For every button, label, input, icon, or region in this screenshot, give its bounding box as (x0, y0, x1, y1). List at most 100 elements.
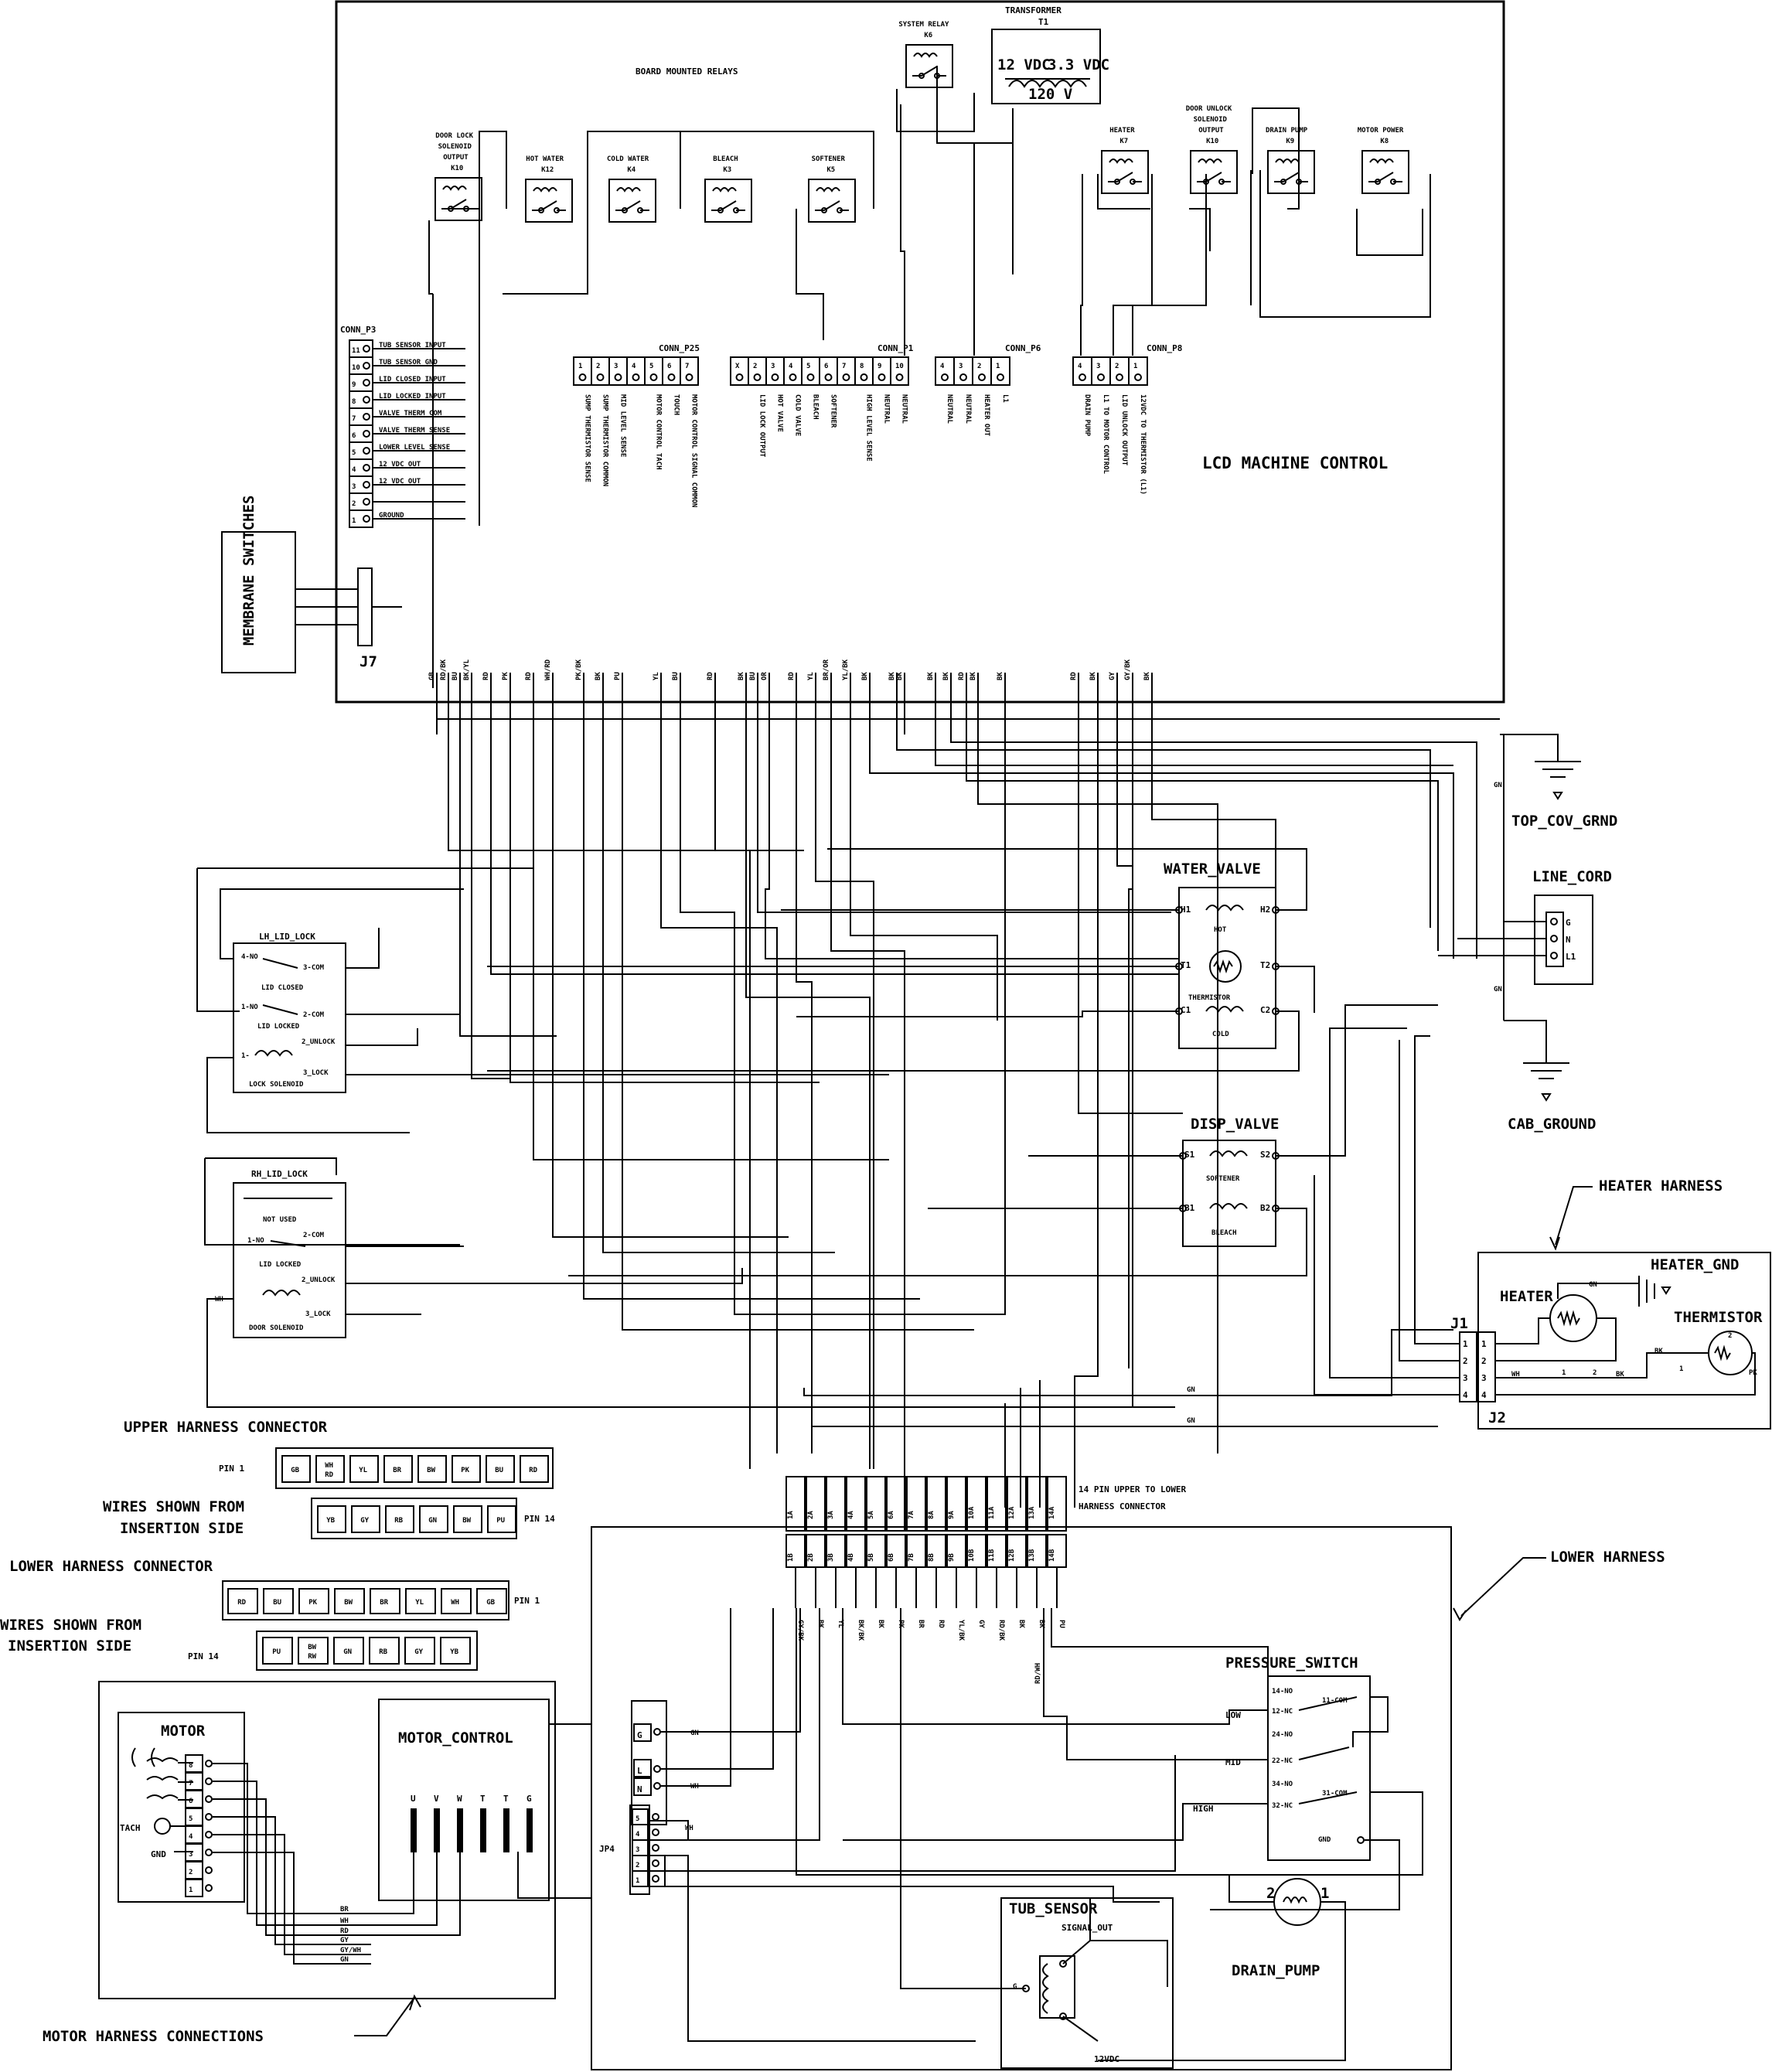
jp-n: N (637, 1784, 642, 1794)
pin-socket-icon (652, 1844, 659, 1852)
relay-body (905, 44, 953, 88)
cavity-color: RD (529, 1467, 537, 1474)
connector-cavity (298, 1637, 329, 1665)
relay-body (1101, 150, 1149, 194)
drain-pump-pin1: 1 (1320, 1885, 1329, 1902)
pin-socket-icon (860, 373, 868, 381)
pin-number: 4 (789, 363, 793, 370)
pin14-cavity-top (966, 1476, 987, 1532)
gn-label-top: GN (1494, 782, 1502, 789)
cavity-color: WH (325, 1462, 333, 1470)
pin-socket-icon (1116, 373, 1123, 381)
upper-pin1: PIN 1 (219, 1464, 244, 1474)
rh-pin-2com: 2-COM (303, 1232, 325, 1239)
pin14-top-label: 3A (827, 1511, 835, 1519)
pin-socket-icon (363, 345, 370, 353)
motor-pin (185, 1879, 203, 1897)
harness-wire (966, 719, 1439, 951)
wv-t2: T2 (1260, 960, 1270, 970)
relay-label: HOT WATER (526, 155, 564, 163)
ps-high: HIGH (1193, 1804, 1214, 1814)
fourteen-pin-connector: 1A1B2A2B3A3B4A4B5A5B6A6B7A7B8A8B9A9B10A1… (785, 1476, 1186, 1641)
cavity-color: YB (450, 1648, 458, 1656)
motor-harness-label: MOTOR HARNESS CONNECTIONS (43, 1994, 421, 2045)
pin-signal-label: SOFTENER (830, 394, 837, 428)
j7-label: J7 (360, 653, 377, 670)
membrane-switches-box[interactable] (221, 531, 296, 673)
pin14-bottom-label: 11B (988, 1549, 996, 1562)
motor-wire-color: BR (340, 1906, 349, 1914)
pin-signal-label: DRAIN PUMP (1083, 394, 1091, 437)
cavity-color: GY (360, 1517, 369, 1525)
relay-label: BLEACH (713, 155, 738, 163)
pin-socket-icon (363, 379, 370, 387)
pin-signal-label: NEUTRAL (901, 394, 908, 424)
cavity-color: YL (359, 1467, 367, 1474)
pin-signal-label: LID CLOSED INPUT (379, 376, 446, 383)
connector-cavity (333, 1637, 364, 1665)
lh-pin-1no: 1-NO (241, 1004, 258, 1011)
jp4-pin (632, 1870, 649, 1887)
wv-h2: H2 (1260, 905, 1270, 915)
jp4-pin-number: 4 (636, 1831, 640, 1839)
connector-pin (890, 356, 909, 386)
relays-heading: BOARD MOUNTED RELAYS (636, 66, 738, 77)
pin-number: 8 (352, 398, 356, 406)
pin14-cavity-top (1047, 1476, 1067, 1532)
motor-pin-number: 1 (189, 1886, 193, 1894)
pin-signal-label: NEUTRAL (883, 394, 891, 424)
relay-label: DRAIN PUMP (1266, 127, 1308, 135)
rh-pin-1no: 1-NO (247, 1237, 264, 1245)
harness-wire (448, 719, 804, 851)
ps-31com: 31-COM (1322, 1790, 1348, 1798)
relay-label: K5 (826, 166, 835, 174)
lh-lid-locked: LID LOCKED (257, 1023, 300, 1031)
motor-control-title: MOTOR_CONTROL (398, 1730, 513, 1747)
harness-wire (745, 719, 871, 1469)
wv-h1: H1 (1181, 905, 1191, 915)
hh-bk: BK (1616, 1371, 1624, 1378)
pin14-cavity-top (866, 1476, 886, 1532)
cavity-color: BW (427, 1467, 435, 1474)
connector-cavity (385, 1505, 414, 1533)
dv-s2: S2 (1260, 1150, 1270, 1160)
pin-socket-icon (842, 373, 850, 381)
harness-wire (874, 719, 1006, 1315)
tub-12vdc: 12VDC (1094, 2054, 1119, 2064)
pin-signal-label: HIGH LEVEL SENSE (865, 394, 873, 462)
pin-socket-icon (363, 396, 370, 404)
hh-j1-p4: 4 (1463, 1390, 1468, 1400)
motor-control-terminal: W (457, 1794, 462, 1804)
pin-number: 9 (352, 381, 356, 389)
pin-number: 2 (596, 363, 600, 370)
harness-wire (796, 719, 813, 1453)
relay-contact-icon (815, 200, 849, 211)
drain-pump-pin2: 2 (1266, 1885, 1275, 1902)
lh-lid-closed: LID CLOSED (261, 984, 304, 992)
cavity-color: BU (273, 1599, 281, 1607)
wv-thermistor-label: THERMISTOR (1188, 994, 1231, 1002)
cavity-color: RD (325, 1471, 333, 1479)
relay-contact-icon (912, 66, 946, 77)
relay-contact-icon (532, 200, 566, 211)
pin-number: 10 (895, 363, 904, 370)
relay-contact-icon (1108, 172, 1142, 182)
harness-wire (935, 719, 1453, 766)
pin14-wire-color: BR (917, 1620, 925, 1628)
jp4-pin (632, 1808, 649, 1825)
cavity-color: WH (451, 1599, 459, 1607)
lh-lid-lock-title: LH_LID_LOCK (259, 932, 315, 942)
wire-color-label: BK (969, 672, 977, 680)
line-cord-pin-n: N (1566, 935, 1571, 945)
cavity-color: RB (379, 1648, 387, 1656)
motor-pin-number: 3 (189, 1851, 193, 1859)
wire-color-label: RD (707, 672, 714, 680)
pin-number: 4 (352, 466, 356, 474)
pin14-bottom-label: 9B (948, 1553, 956, 1562)
pin-socket-icon (363, 430, 370, 438)
pin14-top-label: 7A (908, 1511, 915, 1519)
